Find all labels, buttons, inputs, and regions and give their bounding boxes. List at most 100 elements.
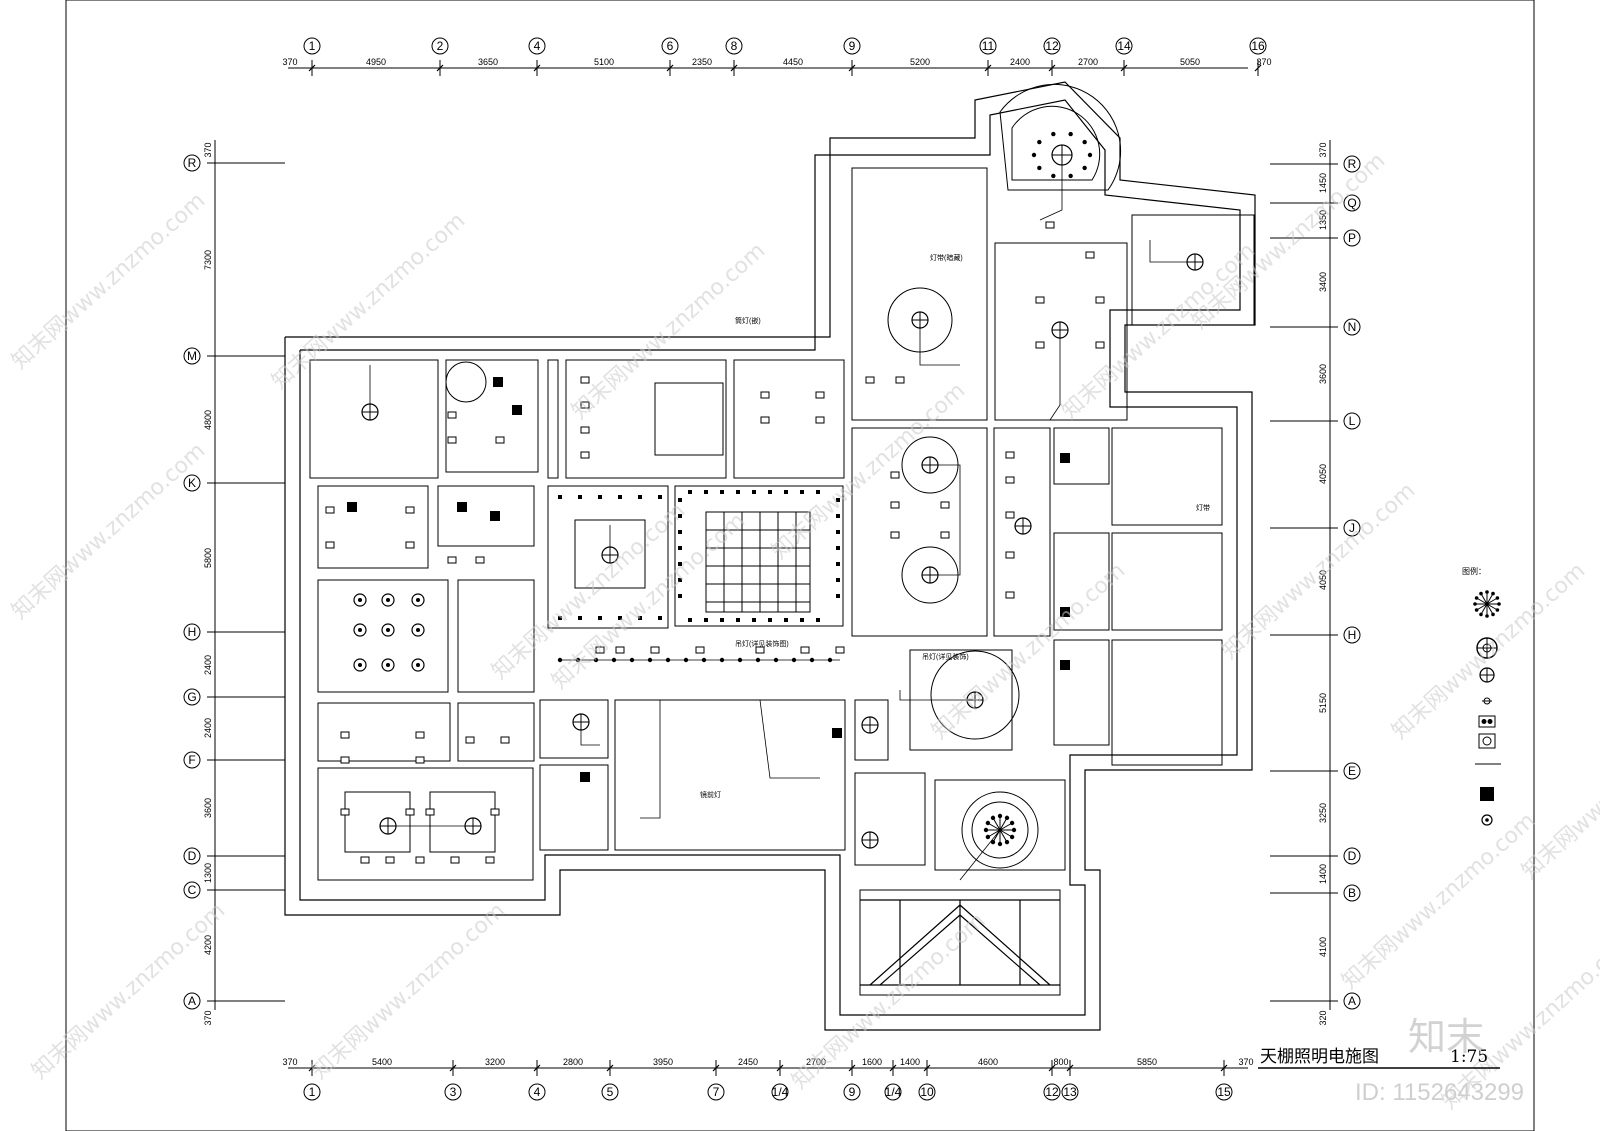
- bottom-axis-bubble: [303, 1083, 321, 1101]
- left-dim-value: 7300: [203, 250, 213, 270]
- switch-icon: [580, 376, 590, 384]
- small-lamp-icon: [997, 813, 1003, 819]
- wire-run: [580, 722, 600, 746]
- site-logo: 知末: [1408, 1015, 1484, 1059]
- switch-icon: [580, 451, 590, 459]
- left-dim-value: 4800: [203, 410, 213, 430]
- top-axis-bubble: [303, 37, 321, 55]
- bottom-axis-label: 10: [920, 1085, 934, 1099]
- panel-icon: [768, 618, 772, 622]
- top-axis-bubble: [1043, 37, 1061, 55]
- chandelier-arm: [987, 822, 1001, 831]
- switch-icon: [615, 646, 625, 654]
- top-axis-bubble: [528, 37, 546, 55]
- legend-downlight-dot: [1485, 818, 1489, 822]
- drawing-id: ID: 1152643299: [1355, 1079, 1524, 1106]
- switch-icon: [450, 856, 460, 864]
- switch-icon: [465, 736, 475, 744]
- right-dim-value: 3250: [1318, 803, 1328, 823]
- chandelier-arm: [999, 817, 1008, 831]
- top-tick-slash: [666, 64, 674, 72]
- right-dim-value: 4050: [1318, 464, 1328, 484]
- right-dim-value: 3400: [1318, 272, 1328, 292]
- small-lamp-icon: [1037, 139, 1042, 145]
- panel-icon: [816, 490, 820, 494]
- bottom-axis-label: 7: [713, 1085, 720, 1099]
- switch-icon: [325, 541, 335, 549]
- bottom-axis-bubble: [444, 1083, 462, 1101]
- bottom-tick-slash: [449, 1064, 457, 1072]
- small-lamp-icon: [1087, 152, 1093, 158]
- switch-icon: [415, 856, 425, 864]
- switch-icon: [940, 501, 950, 509]
- note-strip: 灯带(暗藏): [930, 253, 963, 262]
- bottom-axis-bubble: [707, 1083, 725, 1101]
- wire-run: [1149, 240, 1195, 263]
- top-axis-label: 1: [309, 39, 316, 53]
- right-axis-bubble: [1343, 194, 1361, 212]
- small-lamp-icon: [997, 841, 1003, 847]
- top-tick-slash: [730, 64, 738, 72]
- right-axis-bubble: [1343, 318, 1361, 336]
- left-dim-value: 3600: [203, 798, 213, 818]
- right-dim-value: 320: [1318, 1010, 1328, 1025]
- bottom-tick-slash: [1066, 1064, 1074, 1072]
- bottom-axis-label: 5: [607, 1085, 614, 1099]
- small-lamp-icon: [1031, 152, 1037, 158]
- right-axis-bubble: [1343, 412, 1361, 430]
- switch-icon: [695, 646, 705, 654]
- top-axis-label: 4: [534, 39, 541, 53]
- sheet-border: [65, 0, 1535, 1131]
- panel-icon: [638, 616, 642, 620]
- downlight-icon: [381, 623, 395, 637]
- bottom-dim-value: 370: [1238, 1057, 1253, 1067]
- left-axis-label: M: [187, 349, 197, 363]
- switch-icon: [580, 401, 590, 409]
- panel-icon: [836, 562, 840, 566]
- top-tick-slash: [1048, 64, 1056, 72]
- bottom-dim-value: 370: [282, 1057, 297, 1067]
- wiring-lines: [369, 155, 1195, 881]
- switch-icon: [415, 756, 425, 764]
- bottom-dim-value: 5850: [1137, 1057, 1157, 1067]
- panel-icon: [736, 490, 740, 494]
- top-tick-slash: [984, 64, 992, 72]
- right-axis-label: A: [1348, 994, 1356, 1008]
- note-downlight: 筒灯(嵌): [735, 316, 761, 325]
- panel-icon: [678, 546, 682, 550]
- left-axis-bubble: [183, 347, 201, 365]
- downlight-icon: [353, 658, 367, 672]
- bottom-axis-bubble: [1215, 1083, 1233, 1101]
- panel-icon: [836, 514, 840, 518]
- panel-icon: [598, 616, 602, 620]
- panel-icon: [720, 490, 724, 494]
- watermark-text: 知末网www.znzmo.com: [7, 438, 210, 624]
- right-axis-label: R: [1348, 157, 1357, 171]
- bottom-dim-value: 1600: [862, 1057, 882, 1067]
- right-dim-value: 1350: [1318, 210, 1328, 230]
- bottom-dim-value: 5400: [372, 1057, 392, 1067]
- top-axis-bubble: [725, 37, 743, 55]
- downlight-icon: [381, 658, 395, 672]
- switch-icon: [495, 436, 505, 444]
- panel-icon: [678, 594, 682, 598]
- wire-run: [759, 699, 820, 779]
- panel-icon: [752, 490, 756, 494]
- room-outlines: [309, 167, 1255, 996]
- bottom-dim-value: 2800: [563, 1057, 583, 1067]
- panel-icon: [658, 495, 662, 499]
- switch-icon: [755, 646, 765, 654]
- bottom-axis-label: 12: [1045, 1085, 1059, 1099]
- left-axis-label: K: [188, 476, 196, 490]
- bottom-tick-slash: [1220, 1064, 1228, 1072]
- panel-icon: [836, 546, 840, 550]
- switch-icon: [447, 556, 457, 564]
- switch-icon: [1035, 341, 1045, 349]
- small-lamp-icon: [985, 834, 991, 840]
- downlight-dot: [386, 663, 390, 667]
- switch-icon: [1005, 591, 1015, 599]
- left-axis-bubble: [183, 623, 201, 641]
- left-axis-label: F: [188, 753, 195, 767]
